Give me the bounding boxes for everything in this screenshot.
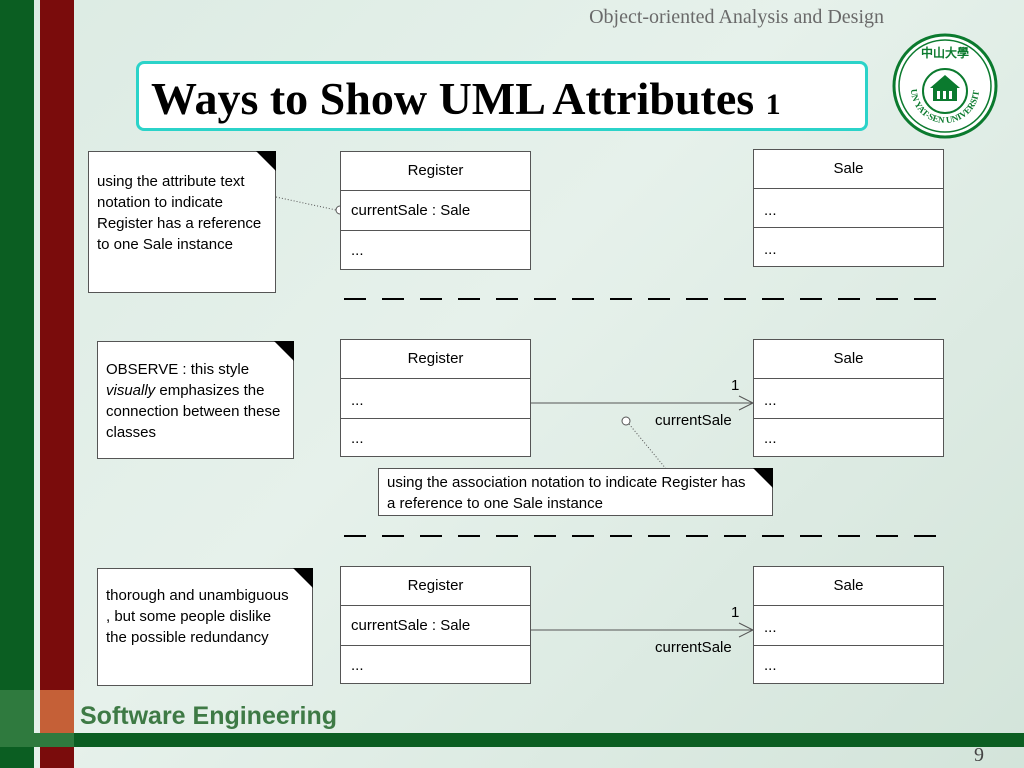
divider xyxy=(754,188,943,189)
class-operations: ... xyxy=(764,241,777,258)
divider xyxy=(341,645,530,646)
class-name: Sale xyxy=(833,350,864,367)
note-fold-icon xyxy=(256,151,276,171)
class-sale-1: Sale ... ... xyxy=(753,149,944,267)
class-sale-3: Sale ... ... xyxy=(753,566,944,684)
university-seal-icon: SUN YAT-SEN UNIVERSITY 中山大學 xyxy=(892,33,998,139)
class-name: Register xyxy=(407,162,464,179)
note-observe-content: OBSERVE : this style visually emphasizes… xyxy=(106,361,281,441)
multiplicity-label: 1 xyxy=(731,377,740,394)
class-sale-2: Sale ... ... xyxy=(753,339,944,457)
class-operations: ... xyxy=(351,657,364,674)
note-attribute-text-content: using the attribute text notation to ind… xyxy=(97,173,262,253)
note-attribute-text: using the attribute text notation to ind… xyxy=(88,151,276,293)
divider xyxy=(754,418,943,419)
class-name: Register xyxy=(407,350,464,367)
role-label: currentSale xyxy=(655,639,732,656)
class-attribute: ... xyxy=(764,392,777,409)
note-fold-icon xyxy=(274,341,294,361)
note-thorough-content: thorough and unambiguous , but some peop… xyxy=(106,587,289,646)
note-observe: OBSERVE : this style visually emphasizes… xyxy=(97,341,294,459)
divider xyxy=(754,227,943,228)
slide-title: Ways to Show UML Attributes 1 xyxy=(151,72,781,125)
bottom-green-band xyxy=(74,733,1024,747)
divider xyxy=(754,378,943,379)
class-attribute: ... xyxy=(764,202,777,219)
class-attribute: ... xyxy=(351,392,364,409)
class-register-3: Register currentSale : Sale ... xyxy=(340,566,531,684)
slide-title-main: Ways to Show UML Attributes xyxy=(151,73,755,124)
class-operations: ... xyxy=(351,430,364,447)
class-register-1: Register currentSale : Sale ... xyxy=(340,151,531,270)
footer-title: Software Engineering xyxy=(80,702,337,730)
divider xyxy=(754,605,943,606)
page-number: 9 xyxy=(974,744,984,766)
note-association-content: using the association notation to indica… xyxy=(387,474,746,512)
class-name: Register xyxy=(407,577,464,594)
class-attribute: currentSale : Sale xyxy=(351,617,471,634)
left-green-bar xyxy=(0,0,34,768)
class-attribute: currentSale : Sale xyxy=(351,202,471,219)
note-association: using the association notation to indica… xyxy=(378,468,773,516)
left-red-bar xyxy=(40,0,74,768)
section-divider-1 xyxy=(344,298,936,300)
title-box: Ways to Show UML Attributes 1 xyxy=(136,61,868,131)
class-operations: ... xyxy=(351,242,364,259)
class-register-2: Register ... ... xyxy=(340,339,531,457)
divider xyxy=(341,418,530,419)
course-header: Object-oriented Analysis and Design xyxy=(589,6,884,28)
class-attribute: ... xyxy=(764,619,777,636)
section-divider-2 xyxy=(344,535,936,537)
slide-title-sub: 1 xyxy=(765,88,781,121)
divider xyxy=(341,605,530,606)
svg-text:中山大學: 中山大學 xyxy=(921,45,969,60)
note-thorough: thorough and unambiguous , but some peop… xyxy=(97,568,313,686)
class-operations: ... xyxy=(764,657,777,674)
left-orange-accent xyxy=(40,690,74,736)
left-green-accent xyxy=(0,690,34,736)
divider xyxy=(341,230,530,231)
divider xyxy=(754,645,943,646)
divider xyxy=(341,190,530,191)
class-operations: ... xyxy=(764,430,777,447)
class-name: Sale xyxy=(833,160,864,177)
multiplicity-label: 1 xyxy=(731,604,740,621)
class-name: Sale xyxy=(833,577,864,594)
note-fold-icon xyxy=(753,468,773,488)
note-fold-icon xyxy=(293,568,313,588)
role-label: currentSale xyxy=(655,412,732,429)
bottom-band-left xyxy=(0,733,74,747)
divider xyxy=(341,378,530,379)
